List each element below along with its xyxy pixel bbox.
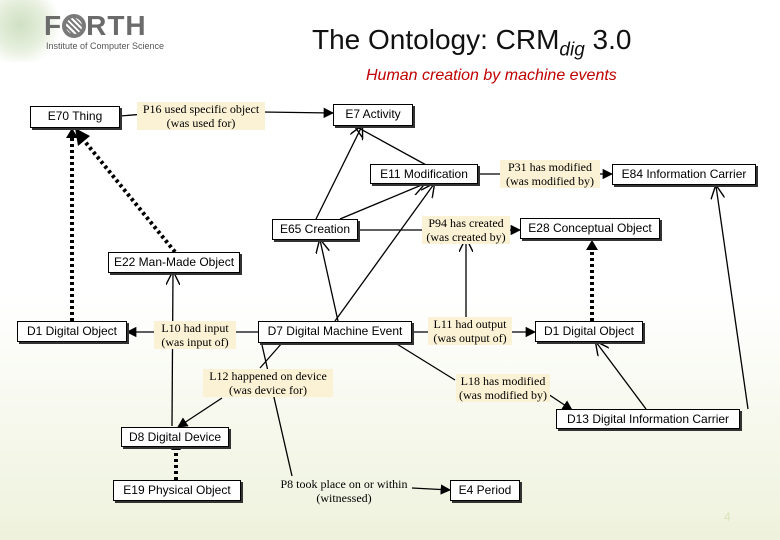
property-l18: L18 has modified(was modified by) bbox=[456, 374, 550, 402]
link-l18-domain bbox=[391, 340, 456, 381]
property-p8: P8 took place on or within(witnessed) bbox=[280, 477, 408, 505]
logo-globe-icon bbox=[62, 14, 87, 38]
property-p94: P94 has created(was created by) bbox=[422, 216, 510, 244]
isa-d13-d1 bbox=[596, 342, 647, 410]
class-e7-activity: E7 Activity bbox=[333, 104, 413, 126]
class-e11-modification: E11 Modification bbox=[370, 164, 478, 184]
isa-d8-e22 bbox=[172, 272, 173, 427]
logo-subtitle: Institute of Computer Science bbox=[46, 41, 165, 51]
class-d13-digital-information-carrier: D13 Digital Information Carrier bbox=[556, 409, 740, 429]
isa-d1-e70-head bbox=[66, 128, 78, 138]
class-e65-creation: E65 Creation bbox=[272, 219, 358, 240]
isa-d7-e65 bbox=[320, 240, 339, 322]
link-l12-domain bbox=[259, 342, 283, 369]
isa-d1-e28-head bbox=[586, 240, 598, 250]
isa-d13-e84 bbox=[716, 186, 749, 410]
isa-e65-e11 bbox=[339, 184, 424, 220]
isa-d7-e11 bbox=[334, 184, 434, 322]
isa-e22-e70-head bbox=[75, 128, 90, 146]
property-l10: L10 had input(was input of) bbox=[154, 321, 236, 349]
link-l18-range bbox=[547, 393, 573, 411]
isa-e65-e7 bbox=[315, 126, 362, 220]
class-e4-period: E4 Period bbox=[450, 480, 520, 501]
page-title: The Ontology: CRMdig 3.0 bbox=[312, 24, 632, 61]
class-d1-digital-object-right: D1 Digital Object bbox=[535, 321, 643, 342]
class-e22-man-made-object: E22 Man-Made Object bbox=[108, 252, 240, 273]
page-number: 4 bbox=[724, 510, 731, 524]
link-p8-domain bbox=[261, 344, 293, 477]
class-d1-digital-object-left: D1 Digital Object bbox=[17, 321, 127, 342]
link-p16-range bbox=[261, 107, 335, 119]
logo-swirl-icon bbox=[0, 0, 60, 62]
link-p8-range bbox=[411, 484, 452, 495]
class-e84-information-carrier: E84 Information Carrier bbox=[612, 164, 756, 185]
class-e70-thing: E70 Thing bbox=[30, 106, 120, 128]
isa-e11-e7 bbox=[355, 126, 429, 167]
class-e28-conceptual-object: E28 Conceptual Object bbox=[520, 218, 660, 239]
class-d8-digital-device: D8 Digital Device bbox=[121, 427, 229, 447]
link-l12-range bbox=[177, 397, 223, 428]
property-p31: P31 has modified(was modified by) bbox=[500, 160, 600, 188]
property-p16: P16 used specific object(was used for) bbox=[137, 102, 265, 130]
class-d7-digital-machine-event: D7 Digital Machine Event bbox=[258, 321, 412, 343]
isa-e22-e70 bbox=[80, 136, 177, 254]
property-l12: L12 happened on device(was device for) bbox=[203, 369, 333, 397]
class-e19-physical-object: E19 Physical Object bbox=[113, 480, 241, 501]
page-subtitle: Human creation by machine events bbox=[366, 67, 617, 84]
property-l11: L11 had output(was output of) bbox=[428, 317, 512, 345]
